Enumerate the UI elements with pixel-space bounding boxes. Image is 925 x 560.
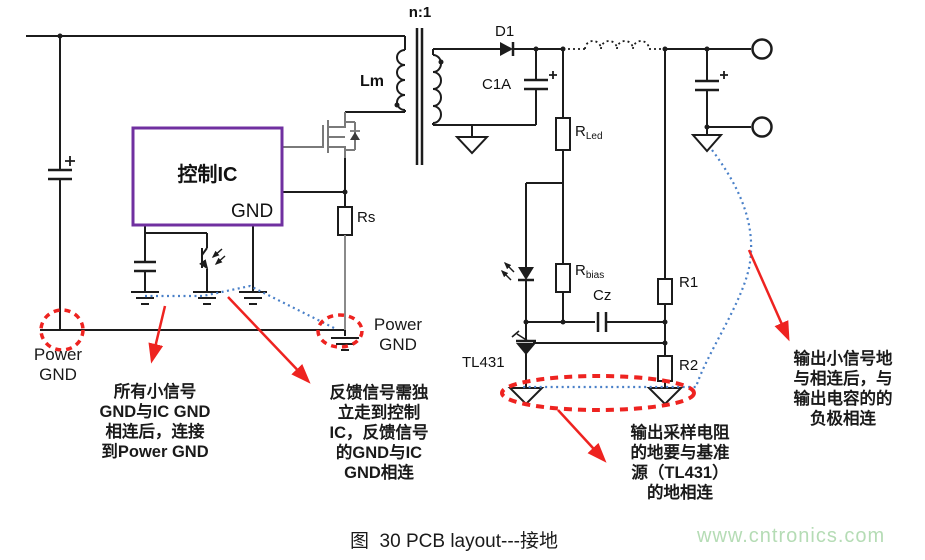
primary-wires [26, 35, 405, 331]
transformer-core [415, 28, 424, 165]
note4-line: 输出小信号地 [793, 350, 893, 368]
lm-label: Lm [360, 73, 384, 90]
light-arrow-icon [211, 248, 223, 258]
c1a-capacitor-icon [524, 71, 557, 91]
annotation-arrow-note1 [148, 305, 167, 364]
light-arrow-icon [503, 261, 515, 273]
tl431-label: TL431 [462, 354, 505, 371]
power-gnd-left-line1: Power [33, 345, 83, 364]
note2-line: 的GND与IC [335, 444, 423, 462]
rbias-label-sub: bias [585, 270, 605, 281]
rbias-label: Rbias [575, 262, 604, 281]
control-ic-box [131, 126, 284, 227]
optocoupler-phototransistor-icon [199, 247, 226, 270]
r2-label: R2 [679, 357, 699, 374]
note3-line: 源（TL431） [631, 464, 729, 482]
note1-line: 相连后，连接 [105, 423, 205, 441]
rled-label-base: R [575, 123, 586, 140]
mosfet-icon [282, 112, 360, 158]
ground-symbol-opto [193, 291, 221, 305]
winding-dot [394, 102, 400, 108]
annotation-arrow-note3 [557, 409, 607, 463]
transformer-ratio-label: n:1 [408, 4, 432, 21]
tl431-icon [511, 330, 536, 355]
output-terminal-positive [751, 38, 773, 60]
optocoupler-led-icon [500, 261, 534, 282]
annotation-note3: 输出采样电阻 的地要与基准 源（TL431） 的地相连 [606, 423, 754, 503]
note2-line: 反馈信号需独 [329, 384, 429, 402]
output-capacitor-icon [695, 71, 728, 92]
note2-line: 立走到控制 [337, 404, 421, 422]
power-gnd-left-highlight [39, 308, 85, 352]
light-arrow-icon [500, 269, 512, 281]
rbias-label-base: R [575, 262, 586, 279]
ground-symbol-ic-gnd-pin [239, 291, 267, 305]
note1-line: 到Power GND [101, 443, 209, 461]
r2-resistor-icon [657, 355, 673, 382]
note4-line: 负极相连 [810, 410, 876, 428]
ground-symbol-ic-cap [131, 291, 159, 305]
sampling-gnd-highlight-ellipse [500, 374, 696, 412]
ground-symbol-r2 [646, 387, 684, 406]
note1-line: GND与IC GND [99, 403, 211, 421]
transformer-icon [394, 28, 536, 165]
note3-line: 的地相连 [647, 484, 713, 502]
ground-symbol-power-gnd [331, 330, 359, 351]
ic-gnd-pin-label: GND [231, 201, 274, 222]
annotation-arrow-note4 [747, 249, 790, 342]
d1-label: D1 [495, 23, 515, 40]
ground-symbol-tl431 [507, 387, 545, 406]
rled-label-sub: Led [585, 131, 603, 142]
annotation-arrows [148, 249, 790, 463]
junction-dots [57, 33, 710, 346]
annotation-note4: 输出小信号地 与相连后，与 输出电容的的 负极相连 [770, 349, 916, 429]
body-diode [350, 132, 360, 140]
secondary-wires [471, 48, 751, 388]
output-rectifier-diode-icon [500, 42, 515, 56]
annotation-arrow-note2 [227, 296, 311, 384]
annotation-note1: 所有小信号 GND与IC GND 相连后，连接 到Power GND [84, 382, 226, 462]
ground-symbol-output-cap [690, 134, 724, 153]
power-gnd-right-highlight [316, 313, 364, 349]
ground-symbol-secondary-winding [454, 136, 490, 155]
note2-line: IC，反馈信号 [329, 424, 429, 442]
cz-capacitor-icon [596, 312, 608, 332]
plus-polarity-mark [720, 71, 728, 79]
rs-label: Rs [357, 209, 376, 226]
note3-line: 输出采样电阻 [630, 424, 730, 442]
cz-label: Cz [593, 287, 612, 304]
rled-resistor-icon [555, 117, 571, 151]
watermark-text: www.cntronics.com [697, 525, 886, 547]
c1a-label: C1A [482, 76, 512, 93]
power-gnd-right-label: Power GND [352, 315, 444, 355]
power-gnd-left-line2: GND [39, 365, 77, 384]
rbias-resistor-icon [555, 263, 571, 293]
plus-polarity-mark [65, 156, 75, 166]
input-bulk-capacitor [48, 156, 75, 181]
figure-caption: 图 30 PCB layout---接地 [350, 531, 558, 552]
note4-line: 与相连后，与 [793, 370, 893, 388]
note4-line: 输出电容的的 [793, 390, 893, 408]
output-filter-inductor-dotted [563, 40, 665, 50]
annotation-note2: 反馈信号需独 立走到控制 IC，反馈信号 的GND与IC GND相连 [302, 383, 456, 483]
note2-line: GND相连 [344, 464, 414, 482]
control-ic-label: 控制IC [177, 164, 238, 186]
r1-resistor-icon [657, 278, 673, 305]
winding-dot [438, 59, 444, 65]
output-terminal-negative [751, 116, 773, 138]
secondary-signal-gnd-trace [520, 149, 753, 389]
rs-resistor-icon [337, 206, 353, 330]
plus-polarity-mark [549, 71, 557, 79]
r1-label: R1 [679, 274, 699, 291]
light-arrow-icon [214, 255, 226, 265]
note3-line: 的地要与基准 [630, 444, 730, 462]
power-gnd-left-label: Power GND [12, 345, 104, 385]
power-gnd-right-line1: Power [373, 315, 423, 334]
rled-label: RLed [575, 123, 603, 142]
primary-signal-gnd-trace [145, 284, 337, 330]
note1-line: 所有小信号 [113, 383, 197, 401]
power-gnd-right-line2: GND [379, 335, 417, 354]
ic-decoupling-capacitor [134, 260, 156, 273]
